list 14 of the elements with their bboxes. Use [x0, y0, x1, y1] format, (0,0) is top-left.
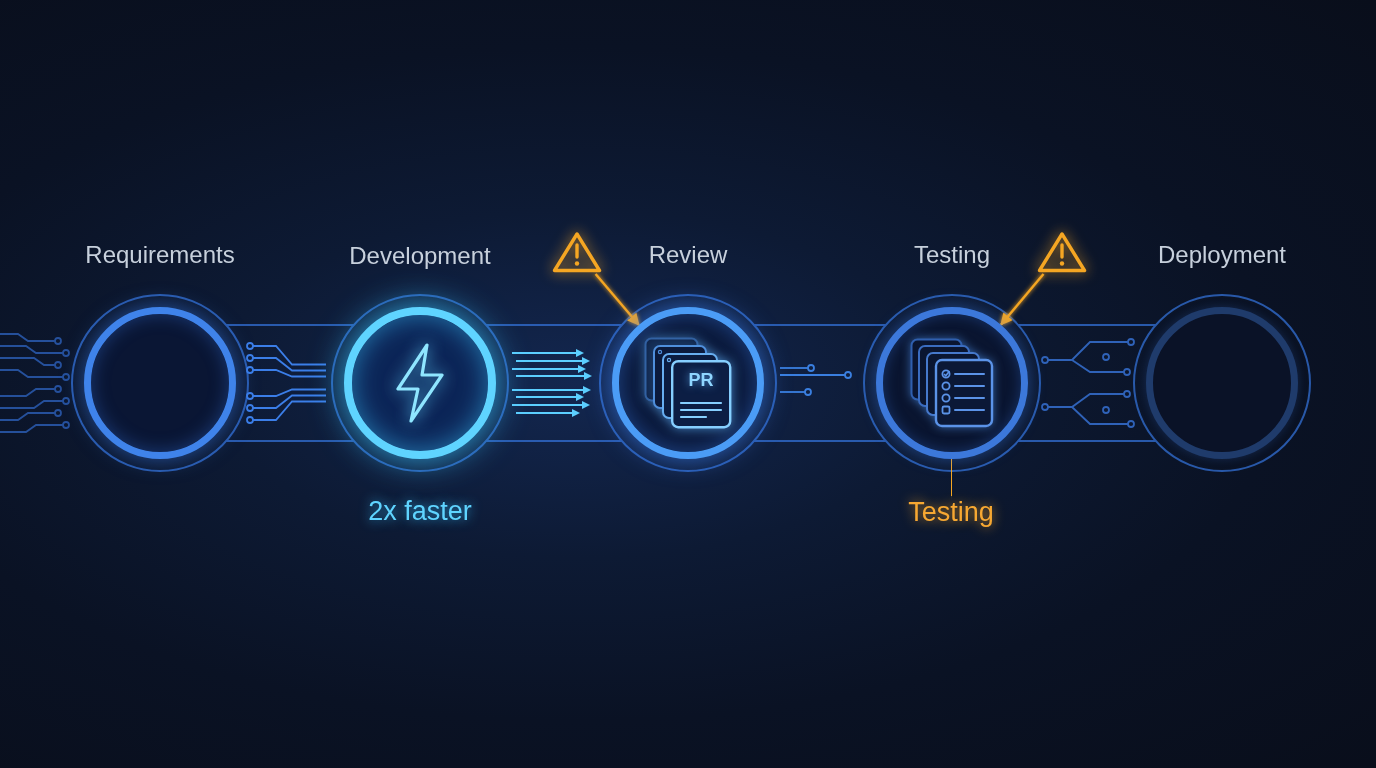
caption-text: 2x faster: [368, 495, 472, 527]
stage-label: Development: [349, 241, 491, 271]
stage-label: Deployment: [1157, 240, 1287, 270]
arrow: [999, 273, 1045, 326]
warning-icon: [552, 230, 602, 274]
stage-label: Review: [648, 240, 728, 270]
stage-label: Requirements: [85, 240, 235, 270]
document-label: PR: [687, 369, 715, 392]
stage-label: Testing: [914, 240, 990, 270]
warning-icon: [1037, 230, 1087, 274]
arrow: [496, 377, 613, 389]
callout-label: Testing: [901, 496, 1001, 528]
arrow: [764, 377, 877, 389]
arrow: [594, 273, 640, 326]
